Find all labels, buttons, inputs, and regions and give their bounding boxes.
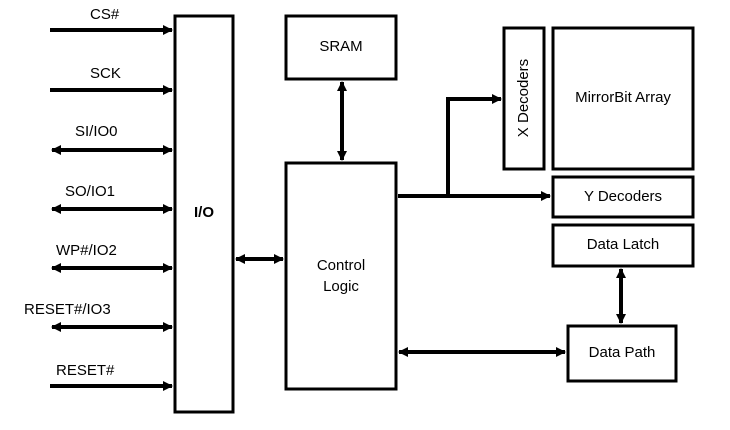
control-logic-label-line2: Logic — [323, 278, 359, 295]
sck-label: SCK — [90, 65, 121, 82]
so-io1-label: SO/IO1 — [65, 183, 116, 200]
sram-label: SRAM — [319, 38, 363, 55]
io-block — [173, 14, 235, 414]
x-decoders-label: X Decoders — [515, 58, 532, 138]
y-decoders-label: Y Decoders — [583, 188, 663, 205]
data-latch-label: Data Latch — [586, 236, 660, 253]
si-io0-label: SI/IO0 — [75, 123, 118, 140]
wp-io2-label: WP#/IO2 — [56, 242, 117, 259]
data-latch-block — [551, 223, 695, 268]
io-label: I/O — [193, 204, 214, 221]
sram-block — [284, 14, 398, 81]
reset-io3-label: RESET#/IO3 — [24, 301, 111, 318]
control-logic-block — [284, 161, 398, 391]
cs-label: CS# — [90, 6, 120, 23]
x-decoders-block — [502, 26, 546, 171]
control-x-decoders-arrow — [398, 94, 502, 198]
data-path-block — [566, 324, 678, 383]
mirrorbit-array-label: MirrorBit Array — [575, 89, 671, 106]
data-path-label: Data Path — [588, 344, 656, 361]
control-logic-label-line1: Control — [316, 257, 366, 274]
y-decoders-block — [551, 175, 695, 219]
mirrorbit-array-block — [551, 26, 695, 171]
reset-label: RESET# — [56, 362, 115, 379]
